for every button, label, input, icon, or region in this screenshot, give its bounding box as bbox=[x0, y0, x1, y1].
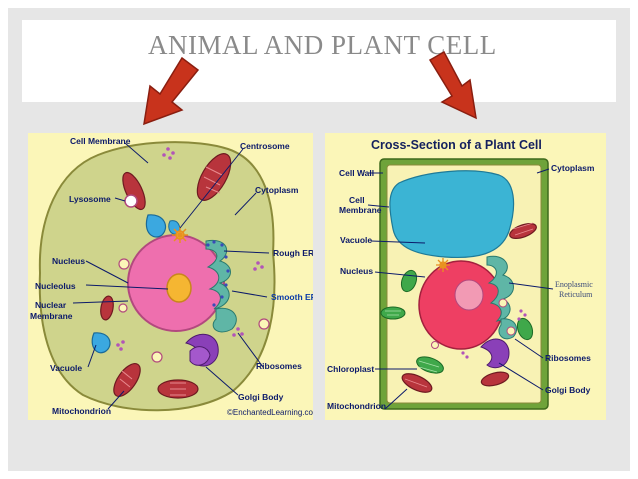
animal-vacuole-2 bbox=[91, 332, 111, 354]
label-ribosomes: Ribosomes bbox=[256, 361, 302, 371]
plant-chloroplasts bbox=[380, 269, 534, 374]
plant-cell-title: Cross-Section of a Plant Cell bbox=[371, 138, 542, 152]
plant-nucleolus bbox=[454, 279, 484, 311]
label-membrane: Membrane bbox=[30, 311, 73, 321]
label-vacuole: Vacuole bbox=[50, 363, 82, 373]
plant-cell-diagram: Cross-Section of a Plant Cell bbox=[325, 133, 606, 420]
plant-label-golgi-body: Golgi Body bbox=[545, 385, 591, 395]
label-nucleus: Nucleus bbox=[52, 256, 85, 266]
copyright-text: ©EnchantedLearning.co bbox=[227, 408, 313, 417]
animal-lysosome bbox=[124, 194, 138, 208]
label-cell-membrane: Cell Membrane bbox=[70, 136, 131, 146]
plant-label-chloroplast: Chloroplast bbox=[327, 364, 374, 374]
plant-label-mitochondrion: Mitochondrion bbox=[327, 401, 386, 411]
animal-centrosome bbox=[172, 227, 188, 243]
animal-cell-diagram: Cell Membrane Centrosome Lysosome Cytopl… bbox=[28, 133, 313, 420]
plant-label-cell: Cell bbox=[349, 195, 365, 205]
label-golgi-body: Golgi Body bbox=[238, 392, 284, 402]
plant-label-ribosomes: Ribosomes bbox=[545, 353, 591, 363]
plant-label-cell-wall: Cell Wall bbox=[339, 168, 374, 178]
arrow-down-left-icon bbox=[143, 56, 200, 126]
title-box bbox=[22, 20, 616, 102]
label-nucleolus: Nucleolus bbox=[35, 281, 76, 291]
label-rough-er: Rough ER bbox=[273, 248, 313, 258]
plant-vacuole bbox=[389, 170, 515, 259]
label-mitochondrion: Mitochondrion bbox=[52, 406, 111, 416]
plant-label-membrane: Membrane bbox=[339, 205, 382, 215]
label-cytoplasm: Cytoplasm bbox=[255, 185, 299, 195]
arrow-down-right-icon bbox=[428, 50, 477, 120]
plant-golgi-body bbox=[480, 338, 510, 369]
label-nuclear: Nuclear bbox=[35, 300, 67, 310]
label-lysosome: Lysosome bbox=[69, 194, 111, 204]
animal-endoplasmic-reticulum bbox=[205, 239, 237, 333]
animal-nucleolus bbox=[166, 273, 192, 303]
plant-label-nucleus: Nucleus bbox=[340, 266, 373, 276]
label-smooth-er: Smooth ER bbox=[271, 292, 313, 302]
plant-label-endoplasmic: Enoplasmic bbox=[555, 280, 593, 289]
label-centrosome: Centrosome bbox=[240, 141, 290, 151]
plant-label-reticulum: Reticulum bbox=[559, 290, 593, 299]
animal-golgi-body bbox=[185, 333, 219, 367]
plant-label-cytoplasm: Cytoplasm bbox=[551, 163, 595, 173]
plant-label-vacuole: Vacuole bbox=[340, 235, 372, 245]
animal-vacuole-1 bbox=[145, 214, 167, 238]
